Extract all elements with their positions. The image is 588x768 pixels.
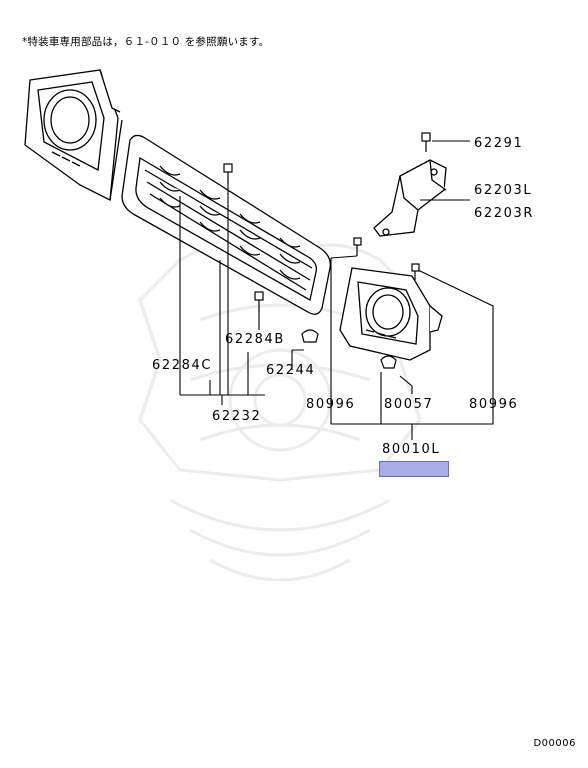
special-vehicle-note: *特装車専用部品は，６１-０１０ を参照願います。 [22, 36, 270, 48]
part-number-62284B: 62284B [225, 332, 285, 347]
part-number-62203R: 62203R [474, 206, 534, 221]
part-number-62284C: 62284C [152, 358, 212, 373]
fasteners [223, 132, 431, 369]
leader-lines [179, 140, 494, 440]
part-number-80996-right: 80996 [469, 397, 518, 412]
part-number-80010L: 80010L [382, 442, 440, 457]
part-highlight-80010L[interactable] [379, 461, 449, 477]
headlamp-bezel-upper-left [24, 69, 123, 202]
part-number-62203L: 62203L [474, 183, 532, 198]
part-number-62244: 62244 [266, 363, 315, 378]
diagram-code: D00006 [533, 738, 576, 749]
part-number-62291: 62291 [474, 136, 523, 151]
headlamp-bezel-right [339, 267, 443, 361]
part-number-80996-left: 80996 [306, 397, 355, 412]
part-number-62232: 62232 [212, 409, 261, 424]
part-number-80057: 80057 [384, 397, 433, 412]
radiator-grille [121, 134, 331, 315]
bracket-62203 [373, 159, 447, 237]
